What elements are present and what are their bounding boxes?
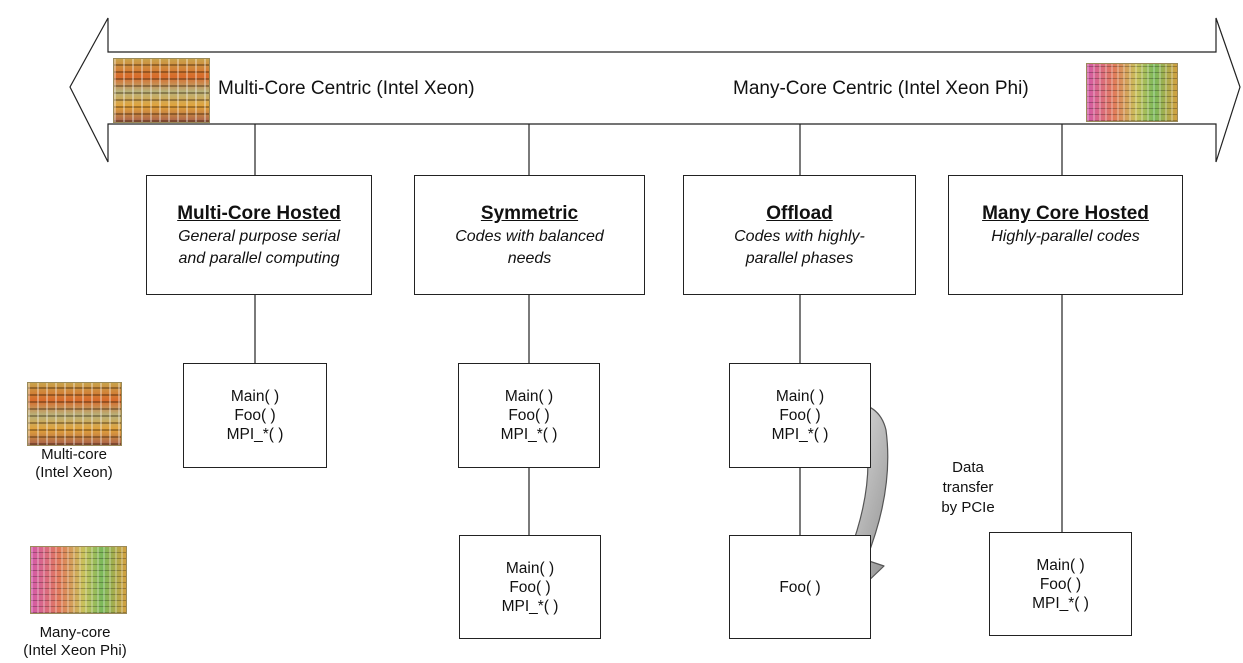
model-box-symmetric: Symmetric Codes with balanced needs [414, 175, 645, 295]
legend-line: Multi-core [41, 446, 107, 463]
model-title: Offload [766, 203, 833, 224]
code-line: Foo( ) [1039, 575, 1082, 593]
code-line: Foo( ) [779, 407, 821, 424]
code-line: Foo( ) [779, 578, 821, 596]
code-line: Foo( ) [508, 407, 550, 424]
model-title: Multi-Core Hosted [177, 203, 341, 224]
xeon-phi-legend-chip-image [30, 546, 127, 614]
legend-line: Many-core [39, 624, 111, 641]
model-title: Many Core Hosted [982, 203, 1149, 224]
xeon-chip-image [113, 58, 210, 123]
transfer-line: Data [952, 459, 984, 476]
model-description-line: Highly-parallel codes [991, 228, 1140, 245]
xeon-legend-chip-image [27, 382, 122, 446]
legend-line: (Intel Xeon Phi) [23, 642, 127, 659]
model-description-line: and parallel computing [178, 250, 340, 267]
code-line: Main( ) [505, 559, 555, 577]
many-core-legend-label: Many-core (Intel Xeon Phi) [2, 624, 148, 660]
transfer-line: by PCIe [941, 499, 995, 516]
code-line: Main( ) [504, 388, 554, 405]
model-box-offload: Offload Codes with highly- parallel phas… [683, 175, 916, 295]
code-line: MPI_*( ) [226, 426, 284, 443]
code-line: Main( ) [230, 388, 280, 405]
many-core-centric-label: Many-Core Centric (Intel Xeon Phi) [733, 78, 1029, 99]
code-box-symmetric-xeon: Main( ) Foo( ) MPI_*( ) [458, 363, 600, 468]
multi-core-legend-label: Multi-core (Intel Xeon) [17, 446, 131, 482]
code-box-symmetric-phi: Main( ) Foo( ) MPI_*( ) [459, 535, 601, 639]
model-description-line: General purpose serial [178, 228, 340, 245]
code-line: MPI_*( ) [500, 426, 558, 443]
code-line: Foo( ) [509, 578, 551, 596]
code-line: MPI_*( ) [501, 597, 559, 615]
transfer-line: transfer [942, 479, 994, 496]
model-title: Symmetric [480, 203, 579, 224]
model-description-line: Codes with balanced [455, 228, 604, 245]
xeon-phi-chip-image [1086, 63, 1178, 122]
code-box-hosted-xeon: Main( ) Foo( ) MPI_*( ) [183, 363, 327, 468]
code-line: Foo( ) [234, 407, 276, 424]
code-box-hosted-phi: Main( ) Foo( ) MPI_*( ) [989, 532, 1132, 636]
model-description-line: parallel phases [745, 250, 854, 267]
code-line: MPI_*( ) [771, 426, 829, 443]
spectrum-double-arrow [69, 17, 1241, 163]
model-box-multicore-hosted: Multi-Core Hosted General purpose serial… [146, 175, 372, 295]
code-line: MPI_*( ) [1032, 594, 1089, 612]
multi-core-centric-label: Multi-Core Centric (Intel Xeon) [218, 78, 475, 99]
code-line: Main( ) [775, 388, 825, 405]
legend-line: (Intel Xeon) [35, 464, 113, 481]
model-description-line: Codes with highly- [734, 228, 865, 245]
model-description-line: needs [507, 250, 552, 267]
code-line: Main( ) [1036, 556, 1085, 574]
data-transfer-label: Data transfer by PCIe [930, 458, 1006, 518]
code-box-offload-xeon: Main( ) Foo( ) MPI_*( ) [729, 363, 871, 468]
model-box-many-core-hosted: Many Core Hosted Highly-parallel codes [948, 175, 1183, 295]
code-box-offload-phi: Foo( ) [729, 535, 871, 639]
